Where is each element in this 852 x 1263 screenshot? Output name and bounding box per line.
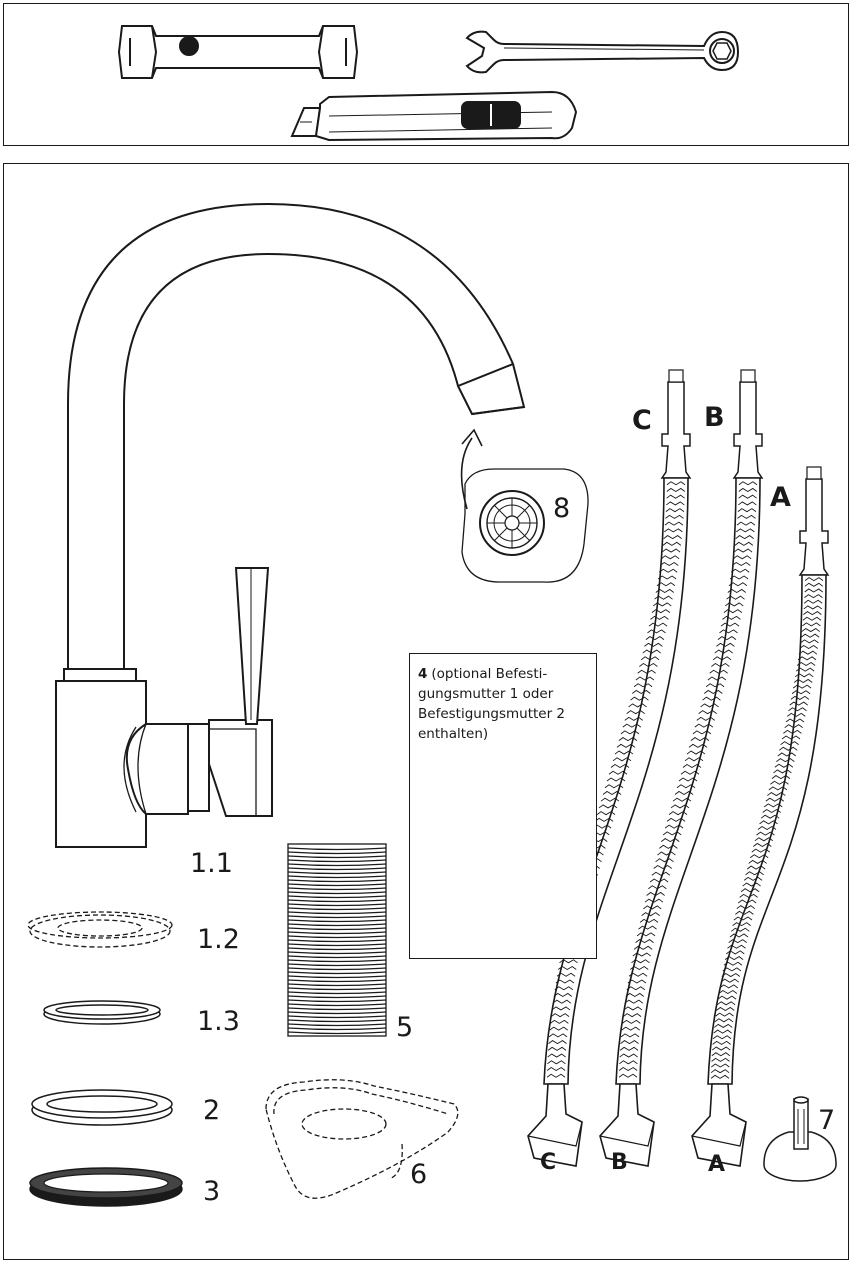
hose-bottom-label-c: C — [540, 1150, 557, 1175]
support-pin-icon — [763, 1096, 837, 1182]
part-label-2: 2 — [203, 1095, 221, 1126]
optional-nut-text: (optional Befesti­gungsmutter 1 oder Bef… — [418, 666, 566, 742]
tube-socket-wrench-icon — [117, 25, 359, 79]
hose-top-label-a: A — [770, 482, 791, 513]
optional-nut-box: 4(optional Befesti­gungsmutter 1 oder Be… — [409, 653, 597, 959]
hose-bottom-label-b: B — [611, 1150, 628, 1175]
part-label-1-1: 1.1 — [190, 848, 233, 879]
open-ring-spanner-icon — [465, 30, 740, 74]
hose-a-icon — [691, 466, 830, 1167]
part-label-3: 3 — [203, 1176, 221, 1207]
optional-nut-note: 4(optional Befesti­gungsmutter 1 oder Be… — [418, 664, 594, 744]
mounting-plate-icon — [265, 1079, 459, 1199]
hose-b-icon — [599, 369, 764, 1167]
washer-2-icon — [31, 1089, 173, 1126]
aerator-icon — [460, 428, 589, 583]
hose-top-label-c: C — [632, 405, 652, 436]
part-label-6: 6 — [410, 1159, 428, 1190]
part-label-5: 5 — [396, 1012, 414, 1043]
hose-bottom-label-a: A — [708, 1152, 726, 1177]
threaded-rod-icon — [287, 843, 387, 1037]
cutter-knife-icon — [290, 90, 578, 142]
part-label-7: 7 — [818, 1105, 836, 1136]
part-label-1-3: 1.3 — [197, 1006, 240, 1037]
washer-3-icon — [29, 1167, 183, 1207]
optional-nut-number: 4 — [418, 666, 428, 682]
part-label-1-2: 1.2 — [197, 924, 240, 955]
gasket-1-2-icon — [27, 911, 173, 948]
tools-illustration — [117, 25, 740, 142]
part-label-8: 8 — [553, 493, 571, 524]
tools-panel — [3, 3, 849, 146]
gasket-1-3-icon — [43, 1000, 161, 1025]
hose-top-label-b: B — [704, 402, 725, 433]
faucet-body-icon — [55, 202, 526, 848]
